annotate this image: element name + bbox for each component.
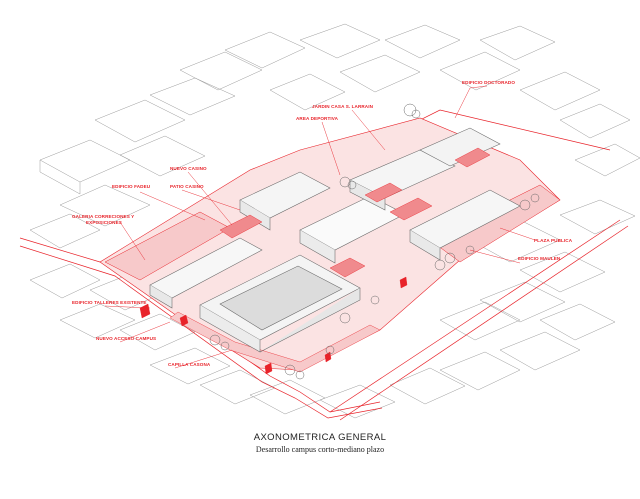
label-edificio-doctorado: EDIFICIO DOCTORADO: [462, 80, 515, 85]
label-capilla-casona: CAPILLA CASONA: [168, 362, 211, 367]
label-nuevo-acceso: NUEVO ACCESO CAMPUS: [96, 336, 156, 341]
label-edificio-talleres: EDIFICIO TALLERES EXISTENTE: [72, 300, 147, 305]
label-area-deportiva: AREA DEPORTIVA: [296, 116, 339, 121]
drawing-subtitle: Desarrollo campus corto-mediano plazo: [255, 445, 385, 454]
trees: [209, 103, 540, 380]
label-patio-casino: PATIO CASINO: [170, 184, 204, 189]
surrounding-blocks: [29, 23, 640, 419]
drawing-title: AXONOMETRICA GENERAL: [253, 432, 387, 443]
label-edificio-maulen: EDIFICIO MAULEN: [518, 256, 561, 261]
label-nuevo-casino: NUEVO CASINO: [170, 166, 207, 171]
map-labels: EDIFICIO DOCTORADO JARDIN CASA S. LARRAI…: [72, 80, 573, 367]
label-edificio-fadeu: EDIFICIO FADEU: [112, 184, 151, 189]
label-galeria-line1: GALERIA CORRECIONES Y: [72, 214, 134, 219]
leader-lines: [104, 85, 536, 369]
label-plaza-publica: PLAZA PUBLICA: [534, 238, 573, 243]
campus-buildings: [149, 127, 521, 353]
label-jardin-casa: JARDIN CASA S. LARRAIN: [312, 104, 374, 109]
label-galeria-line2: EXPOSICIONES: [86, 220, 122, 225]
